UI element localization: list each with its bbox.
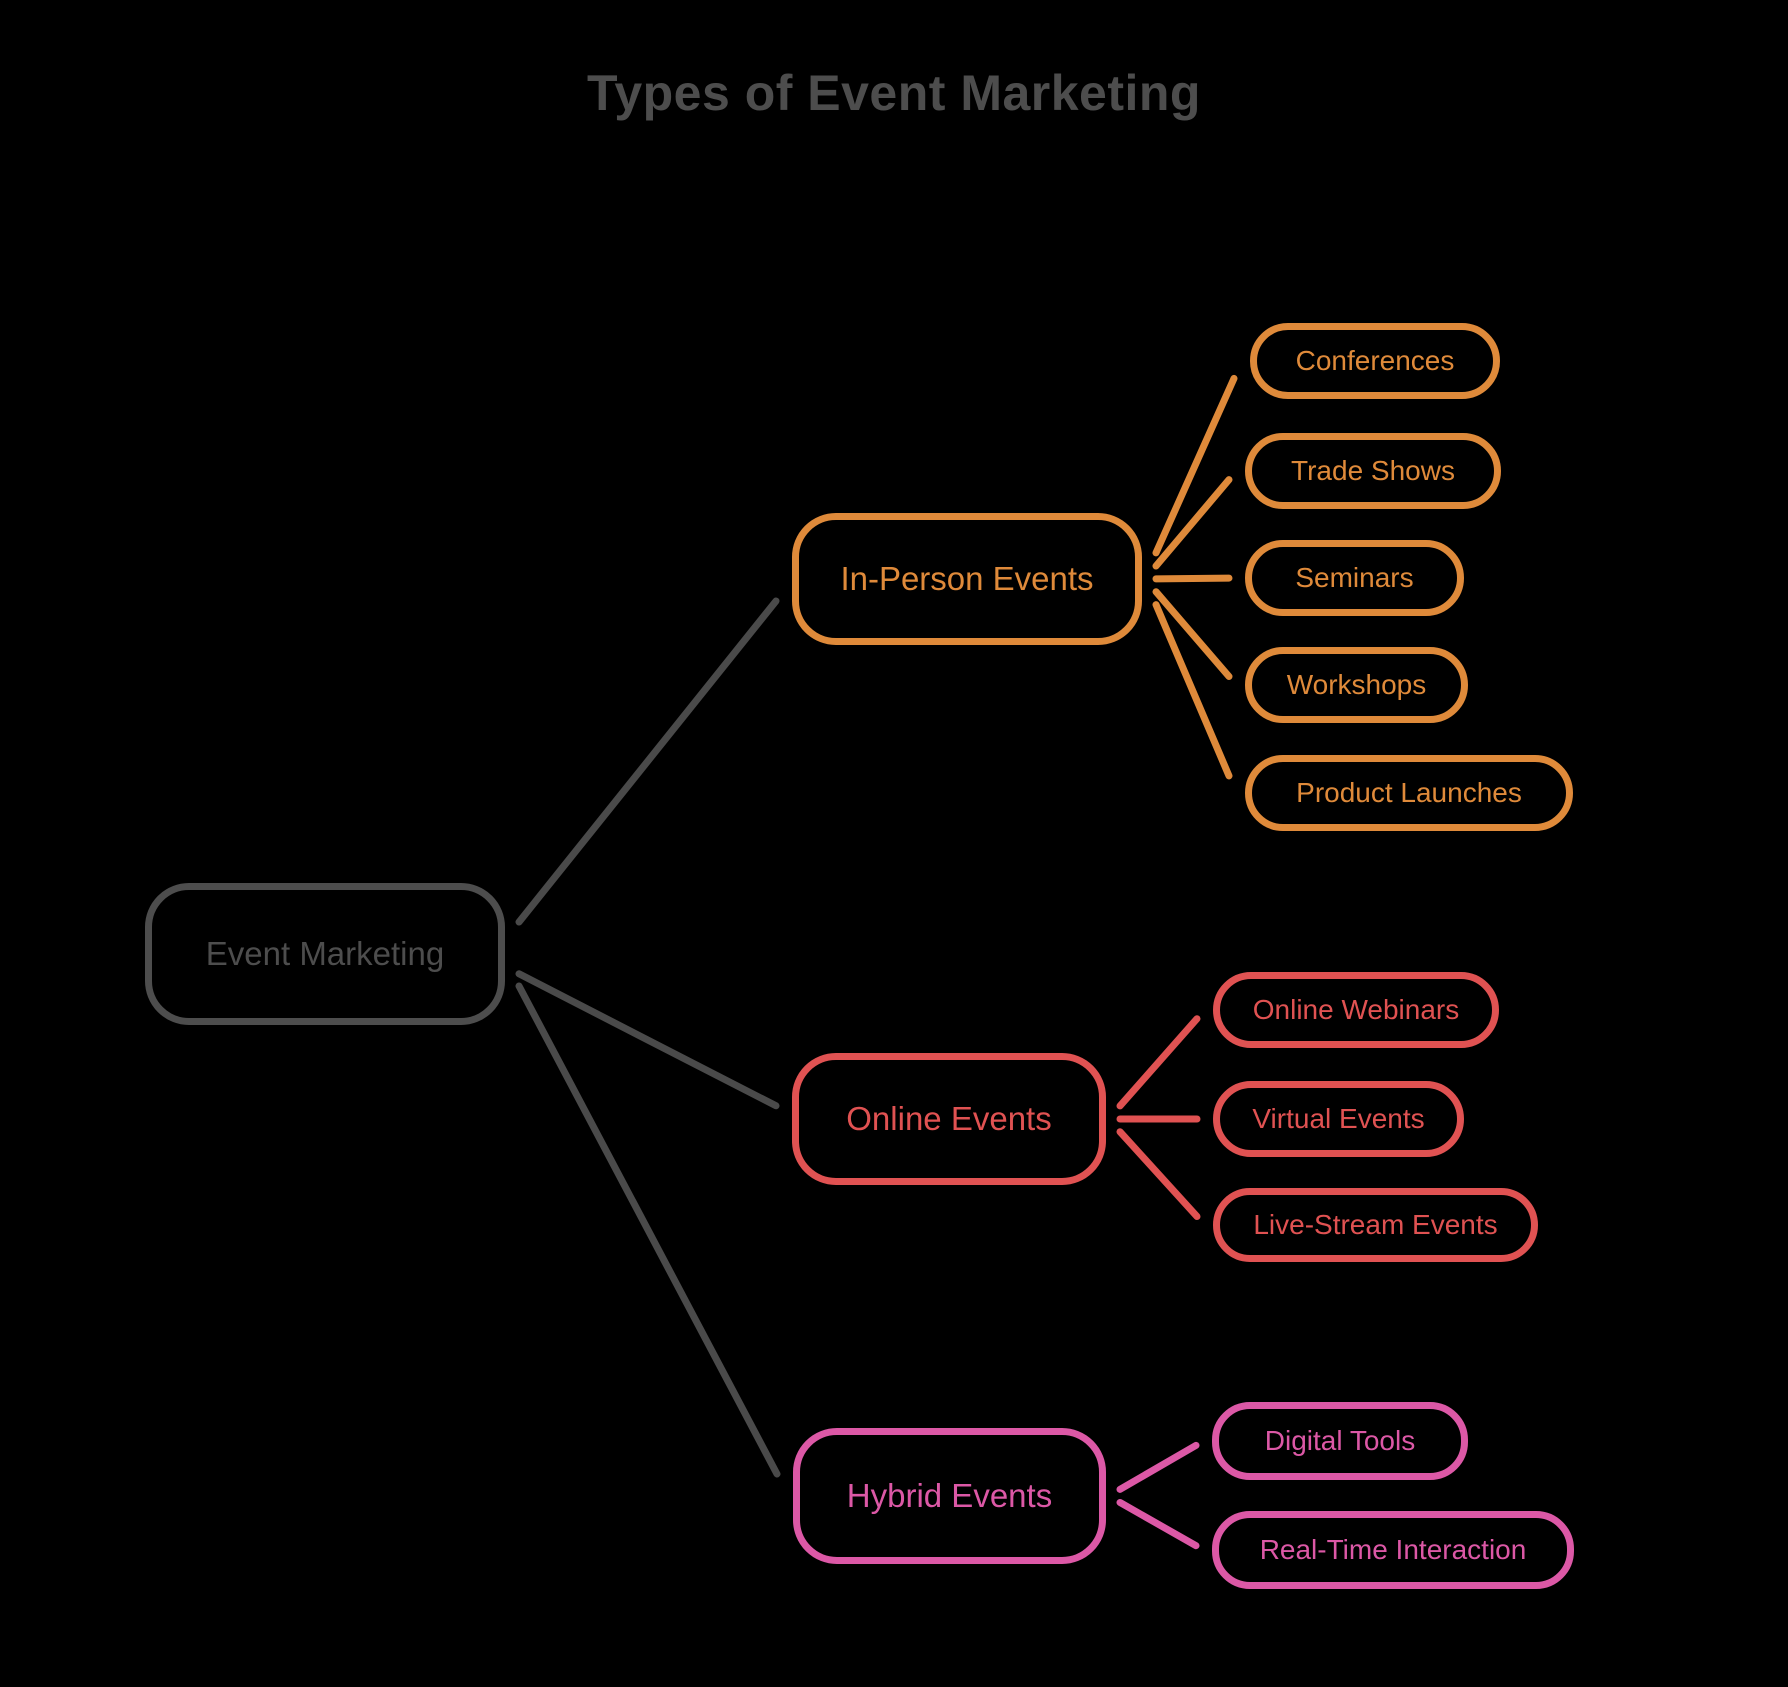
child-node-trade-shows[interactable]: Trade Shows [1245,433,1501,509]
child-node-live-stream-events[interactable]: Live-Stream Events [1213,1188,1538,1262]
connector-line [1152,574,1233,583]
child-node-digital-tools[interactable]: Digital Tools [1212,1402,1468,1480]
connector-line [1116,1128,1201,1221]
child-node-real-time-interaction[interactable]: Real-Time Interaction [1212,1511,1574,1589]
child-node-online-webinars[interactable]: Online Webinars [1213,972,1499,1048]
connector-line [1116,1441,1200,1493]
diagram-title: Types of Event Marketing [587,65,1201,121]
connector-line [515,970,780,1110]
branch-node-hybrid-events[interactable]: Hybrid Events [793,1428,1106,1564]
child-node-conferences[interactable]: Conferences [1250,323,1500,399]
connector-line [515,982,781,1478]
connector-line [1152,601,1233,780]
branch-node-online-events[interactable]: Online Events [792,1053,1106,1185]
child-node-product-launches[interactable]: Product Launches [1245,755,1573,831]
connector-line [515,597,780,926]
root-node-event-marketing[interactable]: Event Marketing [145,883,505,1025]
connector-line [1116,1498,1200,1550]
connector-line [1116,1015,1201,1110]
branch-node-in-person-events[interactable]: In-Person Events [792,513,1142,645]
connector-line [1152,374,1238,557]
child-node-seminars[interactable]: Seminars [1245,540,1464,616]
connector-line [1152,588,1233,681]
child-node-virtual-events[interactable]: Virtual Events [1213,1081,1464,1157]
child-node-workshops[interactable]: Workshops [1245,647,1468,723]
connector-line [1152,476,1233,570]
